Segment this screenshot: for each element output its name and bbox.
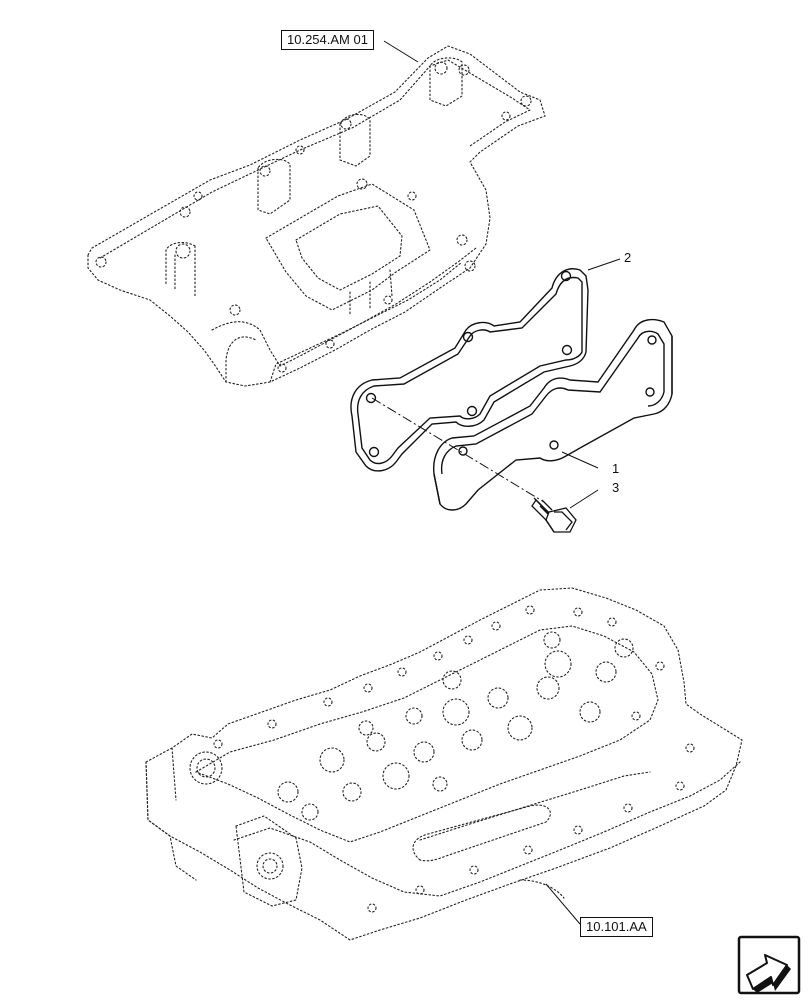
intake-manifold-reference [87,45,546,387]
callout-number-plate: 1 [612,461,620,476]
cylinder-head-reference [145,587,743,941]
reference-label-manifold[interactable]: 10.254.AM 01 [281,30,374,50]
gasket-part [350,268,589,472]
callout-number-gasket: 2 [624,250,632,265]
next-page-arrow-icon[interactable] [737,935,801,995]
callout-number-bolt: 3 [612,480,620,495]
cover-plate-part [433,318,673,511]
flange-bolt-part [531,497,577,533]
reference-label-cylinder-head[interactable]: 10.101.AA [580,917,653,937]
